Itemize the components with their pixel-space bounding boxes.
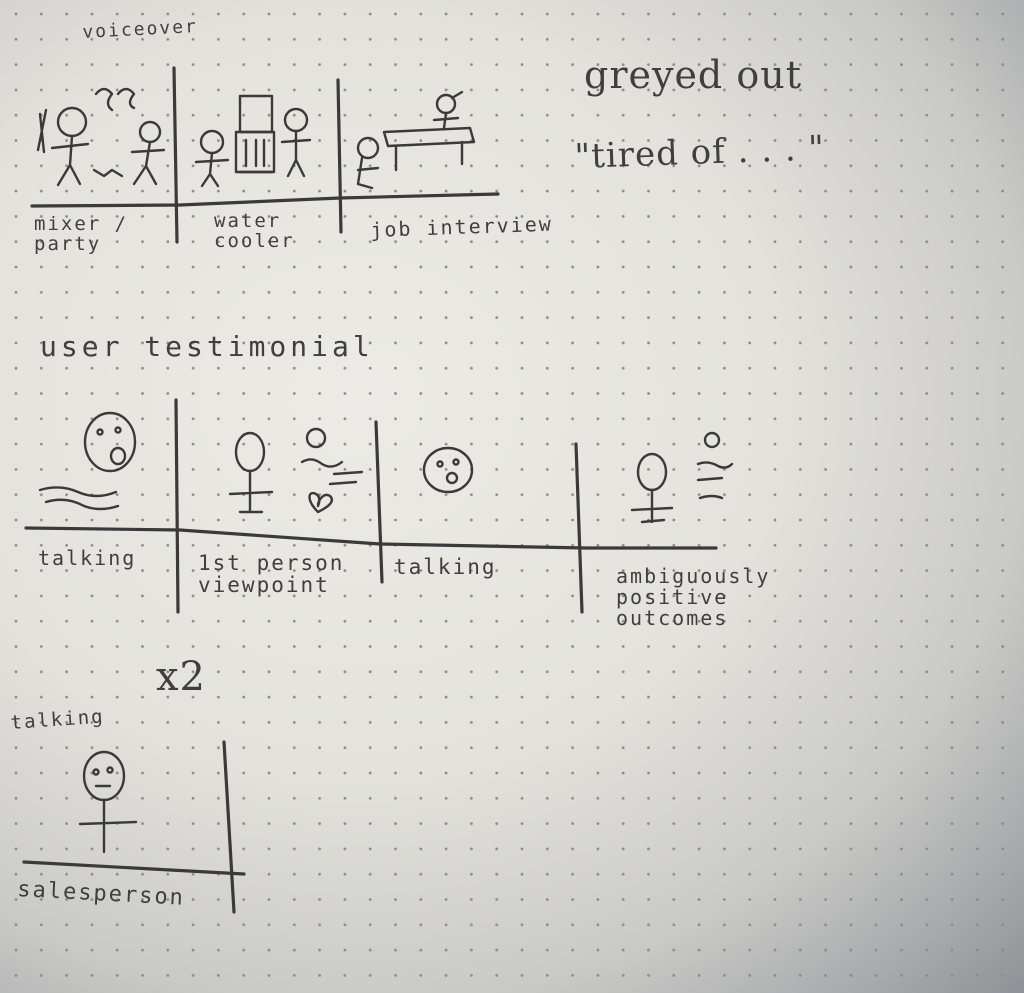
greyed-out-note: greyed out: [584, 53, 802, 97]
talking-head-sketch-1: [38, 411, 137, 511]
row1-baseline: [30, 192, 500, 208]
row2-divider-1: [174, 398, 180, 614]
row2-heading: user testimonial: [40, 330, 374, 363]
row1-panel-2-caption: water cooler: [214, 210, 295, 252]
row1-divider-1: [172, 66, 179, 244]
tired-of-note: "tired of . . . ": [573, 128, 826, 177]
row2-divider-2: [374, 420, 384, 584]
row2-panel-2-caption: 1st person viewpoint: [198, 551, 345, 598]
mixer-party-sketch: [36, 87, 166, 187]
water-cooler-sketch: [194, 94, 312, 188]
repeat-mark: x2: [156, 654, 207, 700]
outcome-sketch: [630, 431, 734, 524]
row2-panel-4-caption: ambiguously positive outcomes: [616, 564, 771, 630]
row2-divider-3: [574, 442, 584, 614]
job-interview-sketch: [356, 90, 476, 190]
talking-head-sketch-2: [422, 446, 474, 494]
row3-baseline: [22, 860, 246, 876]
row3-divider: [222, 740, 236, 914]
first-person-sketch: [228, 427, 364, 514]
row2-panel-1-caption: talking: [38, 546, 137, 570]
row1-panel-1-caption: mixer / party: [34, 213, 129, 255]
row1-divider-2: [336, 78, 343, 234]
salesperson-sketch: [78, 750, 138, 854]
row2-panel-3-caption: talking: [394, 555, 497, 579]
